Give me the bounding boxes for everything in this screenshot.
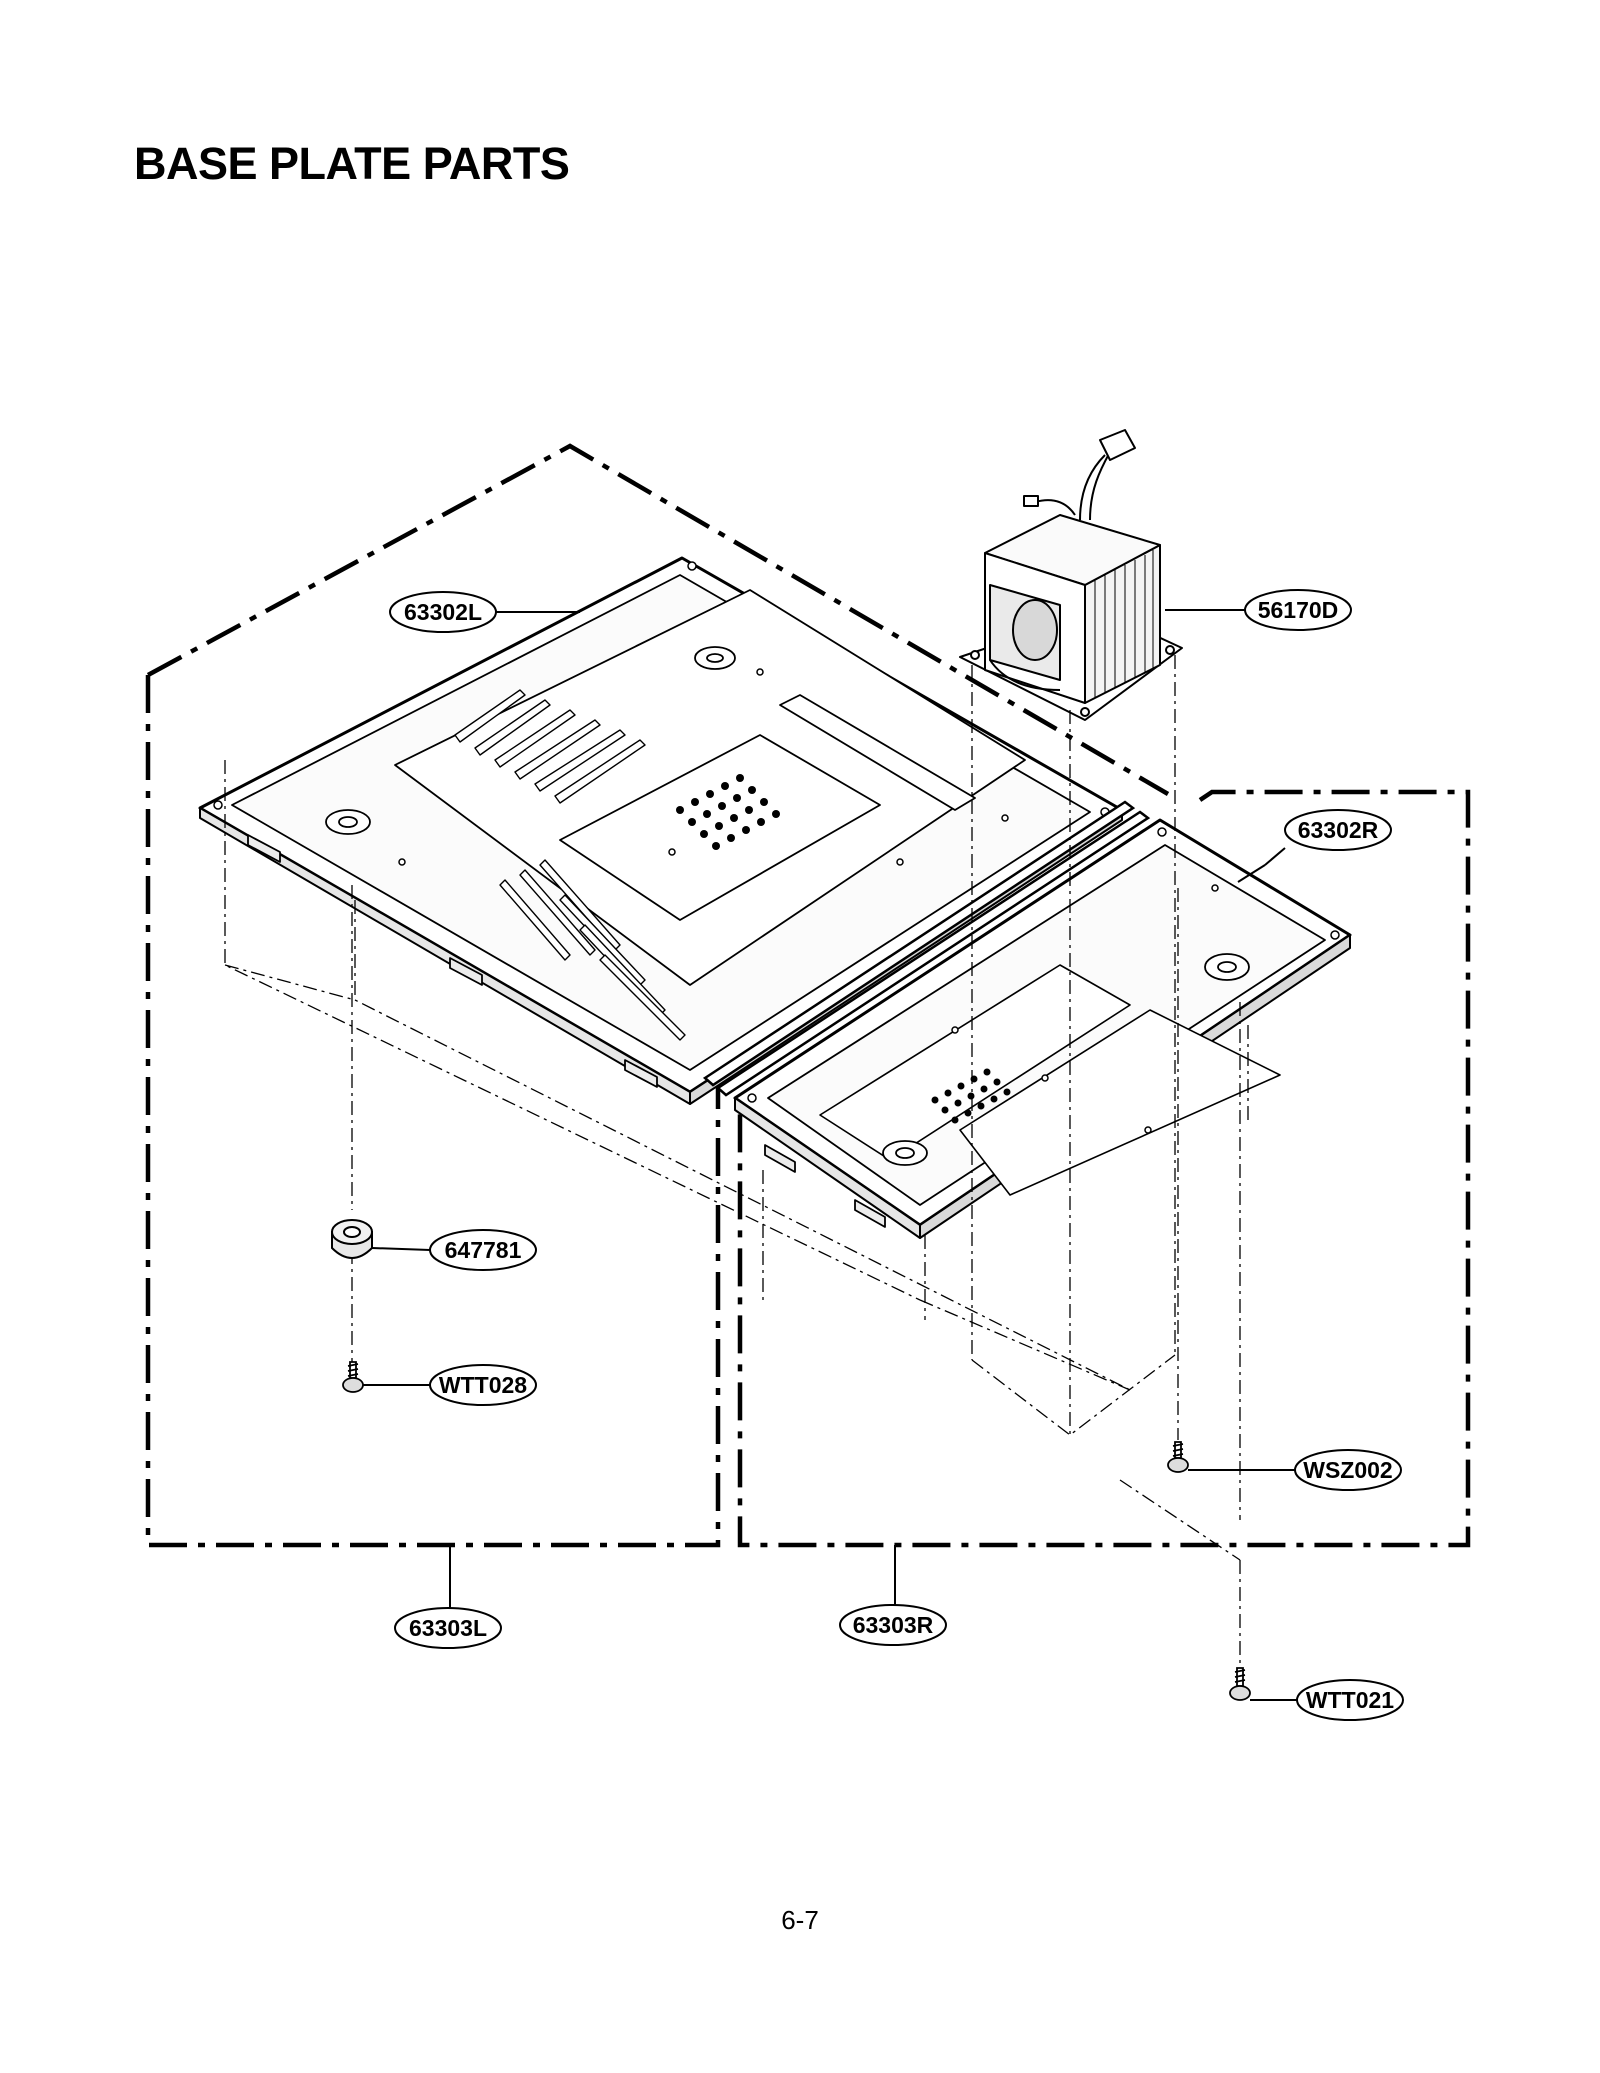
callout-label: WTT028 <box>439 1372 527 1398</box>
callout-label: 647781 <box>445 1237 522 1263</box>
callout-label: 63303R <box>853 1612 934 1638</box>
screw-wsz002 <box>1167 1441 1189 1473</box>
callout-label: 56170D <box>1258 597 1339 623</box>
callout-63302L: 63302L <box>389 591 497 633</box>
screw-wtt021 <box>1229 1667 1251 1701</box>
callout-label: WSZ002 <box>1303 1457 1392 1483</box>
right-base-plate <box>733 818 1352 1239</box>
callout-label: WTT021 <box>1306 1687 1394 1713</box>
callout-63303R: 63303R <box>839 1604 947 1646</box>
right-plate-vent-holes <box>931 1068 1011 1124</box>
screw-wtt028 <box>342 1361 364 1393</box>
callout-647781: 647781 <box>429 1229 537 1271</box>
alignment-lines <box>224 655 1249 1670</box>
leader-lines <box>363 609 1298 1701</box>
page-number: 6-7 <box>781 1905 819 1935</box>
plate-joint-strip <box>702 800 1151 1097</box>
callout-WSZ002: WSZ002 <box>1294 1449 1402 1491</box>
callout-WTT028: WTT028 <box>429 1364 537 1406</box>
callout-label: 63302L <box>404 599 482 625</box>
callout-63302R: 63302R <box>1284 809 1392 851</box>
rubber-foot <box>331 1219 373 1259</box>
callout-WTT021: WTT021 <box>1296 1679 1404 1721</box>
callout-63303L: 63303L <box>394 1607 502 1649</box>
callout-label: 63303L <box>409 1615 487 1641</box>
left-base-plate-group-outline <box>145 443 1170 1548</box>
transformer <box>959 429 1183 721</box>
vent-holes <box>676 774 780 850</box>
right-base-plate-group-outline <box>737 789 1471 1548</box>
callout-label: 63302R <box>1298 817 1379 843</box>
page-title: BASE PLATE PARTS <box>134 138 570 189</box>
callout-56170D: 56170D <box>1244 589 1352 631</box>
